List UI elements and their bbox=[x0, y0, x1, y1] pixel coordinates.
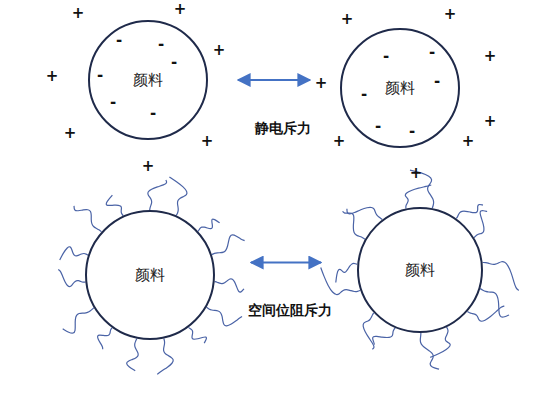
charge-sign: - bbox=[116, 33, 122, 48]
polymer-chain bbox=[347, 207, 382, 219]
charge-sign: + bbox=[142, 159, 155, 174]
polymer-chain bbox=[74, 206, 101, 232]
polymer-chain bbox=[169, 177, 187, 216]
charge-sign: + bbox=[315, 76, 328, 91]
polymer-chain bbox=[157, 339, 173, 375]
charge-sign: + bbox=[484, 49, 497, 64]
charge-sign: + bbox=[484, 114, 497, 129]
pigment-particle: 颜料 bbox=[340, 28, 460, 148]
polymer-chain bbox=[58, 269, 85, 286]
charge-sign: - bbox=[429, 45, 435, 60]
charge-sign: - bbox=[361, 87, 367, 102]
charge-sign: - bbox=[158, 37, 164, 52]
polymer-chain bbox=[363, 313, 374, 349]
charge-sign: + bbox=[410, 166, 423, 181]
charge-sign: + bbox=[201, 134, 214, 149]
polymer-chain bbox=[60, 247, 88, 260]
polymer-chain bbox=[215, 279, 244, 292]
polymer-chain bbox=[148, 180, 167, 210]
charge-sign: - bbox=[171, 55, 177, 70]
charge-sign: + bbox=[333, 134, 346, 149]
force-label: 空间位阻斥力 bbox=[246, 302, 334, 320]
polymer-chain bbox=[467, 306, 504, 321]
charge-sign: + bbox=[72, 6, 85, 21]
polymer-chain bbox=[63, 308, 94, 333]
polymer-chain bbox=[474, 211, 487, 238]
charge-sign: + bbox=[462, 134, 475, 149]
charge-sign: + bbox=[444, 7, 457, 22]
charge-sign: - bbox=[409, 124, 415, 139]
charge-sign: - bbox=[383, 49, 389, 64]
polymer-chain bbox=[198, 219, 220, 231]
charge-sign: - bbox=[434, 74, 440, 89]
polymer-chain bbox=[373, 328, 396, 345]
charge-sign: - bbox=[150, 106, 156, 121]
particle-label: 颜料 bbox=[405, 261, 435, 280]
charge-sign: - bbox=[97, 68, 103, 83]
polymer-chain bbox=[98, 328, 112, 349]
force-label: 静电斥力 bbox=[253, 120, 313, 138]
charge-sign: + bbox=[46, 69, 59, 84]
polymer-chain bbox=[188, 327, 206, 343]
pigment-particle: 颜料 bbox=[85, 210, 215, 340]
charge-sign: - bbox=[110, 95, 116, 110]
double-arrow bbox=[238, 79, 310, 81]
pigment-particle: 颜料 bbox=[88, 20, 208, 140]
particle-label: 颜料 bbox=[385, 79, 415, 98]
polymer-chain bbox=[420, 333, 439, 369]
particle-circle bbox=[358, 208, 482, 332]
polymer-chain bbox=[336, 263, 357, 282]
charge-sign: + bbox=[64, 126, 77, 141]
charge-sign: - bbox=[375, 119, 381, 134]
polymer-chain bbox=[456, 204, 483, 218]
charge-sign: + bbox=[341, 12, 354, 27]
particle-label: 颜料 bbox=[135, 266, 165, 285]
polymer-chain bbox=[127, 339, 139, 371]
charge-sign: + bbox=[174, 2, 187, 17]
polymer-chain bbox=[430, 327, 450, 357]
pigment-particle: 颜料 bbox=[357, 207, 483, 333]
polymer-chain bbox=[206, 307, 242, 326]
charge-sign: + bbox=[213, 43, 226, 58]
particle-label: 颜料 bbox=[133, 71, 163, 90]
polymer-chain bbox=[212, 235, 245, 255]
polymer-chain bbox=[106, 195, 123, 216]
polymer-chain bbox=[483, 262, 519, 291]
particle-circle bbox=[89, 21, 207, 139]
particle-circle bbox=[341, 29, 459, 147]
polymer-chain bbox=[321, 268, 361, 295]
particle-circle bbox=[86, 211, 214, 339]
double-arrow bbox=[251, 262, 321, 264]
polymer-chain bbox=[343, 211, 365, 239]
